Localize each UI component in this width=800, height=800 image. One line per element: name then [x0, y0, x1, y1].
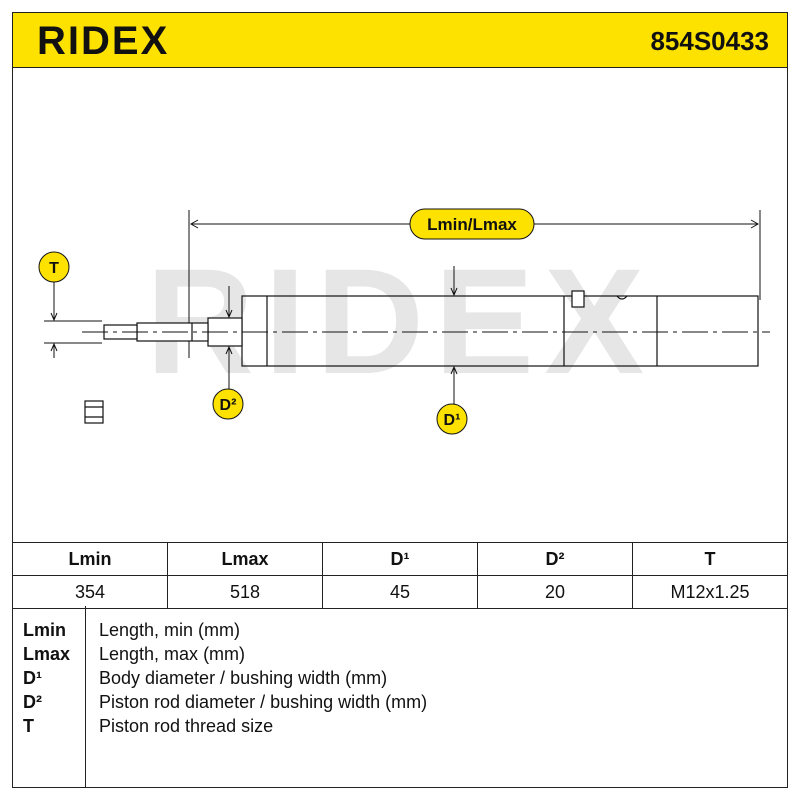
thread-badge: T	[38, 251, 70, 283]
header-lmin: Lmin	[12, 542, 168, 576]
brand-logo: RIDEX	[37, 19, 170, 63]
nut-part	[84, 400, 104, 424]
body-diameter-dimension	[450, 266, 458, 404]
legend: Lmin Length, min (mm) Lmax Length, max (…	[12, 606, 788, 788]
body-diameter-badge: D¹	[436, 403, 468, 435]
legend-desc: Piston rod thread size	[99, 716, 274, 736]
header-t: T	[632, 542, 788, 576]
shock-absorber-diagram: RIDEX Lmin/Lmax	[38, 208, 770, 435]
spec-table-values: 354 518 45 20 M12x1.25	[12, 575, 788, 609]
value-t: M12x1.25	[632, 575, 788, 609]
legend-key: D²	[23, 692, 42, 712]
thread-dimension	[44, 281, 102, 358]
spec-table-header: Lmin Lmax D¹ D² T	[12, 542, 788, 576]
legend-key: Lmin	[23, 620, 66, 640]
svg-text:D²: D²	[220, 397, 237, 414]
header-bar: RIDEX 854S0433	[12, 12, 788, 68]
legend-key: D¹	[23, 668, 42, 688]
svg-text:Lmin/Lmax: Lmin/Lmax	[427, 215, 517, 234]
header-d2: D²	[477, 542, 633, 576]
header-lmax: Lmax	[167, 542, 323, 576]
value-d2: 20	[477, 575, 633, 609]
legend-key: T	[23, 716, 34, 736]
header-d1: D¹	[322, 542, 478, 576]
value-d1: 45	[322, 575, 478, 609]
length-badge: Lmin/Lmax	[409, 208, 535, 240]
part-number: 854S0433	[650, 26, 769, 56]
legend-key: Lmax	[23, 644, 71, 664]
spec-table: Lmin Lmax D¹ D² T 354 518 45 20 M12x1.25	[12, 542, 788, 609]
legend-desc: Length, min (mm)	[99, 620, 241, 640]
legend-desc: Length, max (mm)	[99, 644, 246, 664]
rod-diameter-dimension	[225, 286, 233, 390]
legend-divider	[85, 606, 86, 787]
legend-desc: Piston rod diameter / bushing width (mm)	[99, 692, 428, 712]
svg-text:D¹: D¹	[444, 412, 461, 429]
rod-diameter-badge: D²	[212, 388, 244, 420]
value-lmin: 354	[12, 575, 168, 609]
value-lmax: 518	[167, 575, 323, 609]
legend-desc: Body diameter / bushing width (mm)	[99, 668, 388, 688]
svg-text:T: T	[49, 260, 59, 277]
